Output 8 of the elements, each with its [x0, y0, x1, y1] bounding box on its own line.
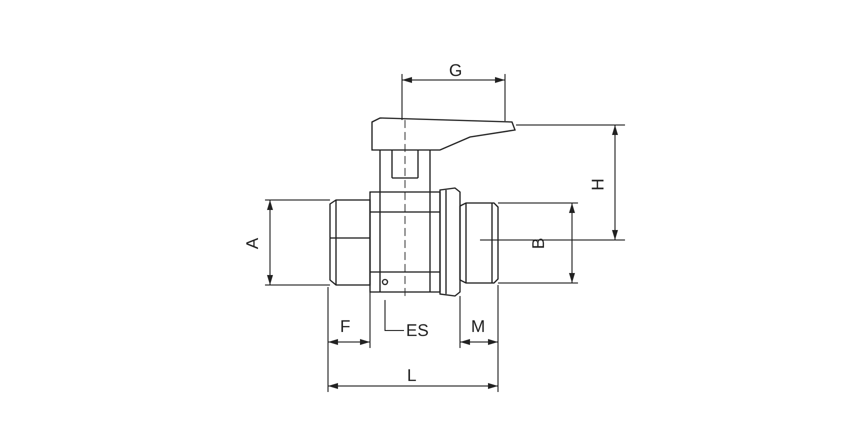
dimension-label: A [244, 238, 262, 250]
callout-label: ES [406, 322, 429, 339]
dimension-label: H [590, 178, 607, 191]
dimension-label: M [471, 318, 486, 335]
leader-line [384, 300, 404, 331]
dimension-label: L [407, 367, 416, 384]
dimension-label: G [449, 62, 462, 79]
dimension-label: F [340, 318, 350, 335]
